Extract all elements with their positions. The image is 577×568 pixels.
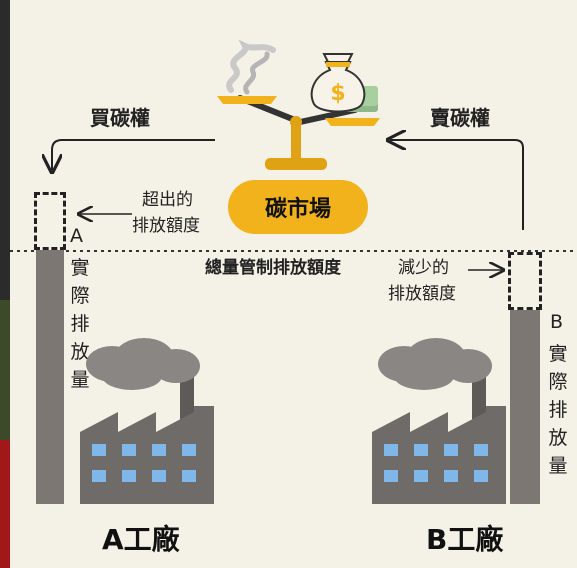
b-reduce-label-line1: 減少的: [398, 258, 449, 278]
cap-label: 總量管制排放額度: [205, 258, 341, 278]
b-vchar: 量: [548, 455, 568, 477]
b-emission-bar: [510, 310, 540, 504]
b-actual-emission-label: 實 際 排 放 量: [546, 340, 570, 480]
a-vchar: 量: [70, 369, 90, 391]
smoke-cloud-icon: [226, 40, 276, 95]
a-excess-label-line2: 排放額度: [132, 216, 200, 236]
buy-arrow: [52, 139, 215, 170]
factory-icon: [372, 338, 506, 504]
carbon-market-badge: 碳市場: [228, 180, 368, 234]
a-excess-box: [34, 192, 66, 250]
edge-strip-mid: [0, 300, 10, 440]
a-letter: A: [70, 225, 83, 247]
b-vchar: 實: [548, 343, 568, 365]
factory-icon: [80, 338, 214, 504]
scale-icon: [217, 95, 380, 170]
b-reduced-box: [508, 252, 542, 310]
a-emission-bar: [36, 250, 64, 504]
b-vchar: 放: [548, 427, 568, 449]
a-vchar: 排: [70, 313, 90, 335]
edge-strip-top: [0, 0, 10, 300]
carbon-trading-diagram: $ 碳市場 買碳權 賣碳權 總量管制排放額度 超出的 排放額度 A 實 際 排 …: [10, 0, 577, 568]
a-vchar: 實: [70, 257, 90, 279]
factory-b-title: B工廠: [426, 523, 504, 556]
a-vchar: 際: [70, 285, 90, 307]
b-reduce-label-line2: 排放額度: [388, 284, 456, 304]
a-vchar: 放: [70, 341, 90, 363]
b-letter: B: [550, 311, 564, 333]
money-bag-icon: $: [310, 53, 378, 113]
b-vchar: 排: [548, 399, 568, 421]
b-vchar: 際: [548, 371, 568, 393]
buy-carbon-label: 買碳權: [90, 106, 150, 130]
carbon-market-label: 碳市場: [264, 197, 331, 222]
arrows: [10, 0, 524, 568]
factory-a-title: A工廠: [102, 523, 180, 556]
a-actual-emission-label: 實 際 排 放 量: [68, 254, 92, 394]
sell-arrow: [390, 140, 524, 230]
svg-text:$: $: [330, 81, 345, 106]
sell-carbon-label: 賣碳權: [430, 106, 490, 130]
a-excess-label-line1: 超出的: [142, 190, 193, 210]
edge-strip-bottom: [0, 440, 10, 568]
